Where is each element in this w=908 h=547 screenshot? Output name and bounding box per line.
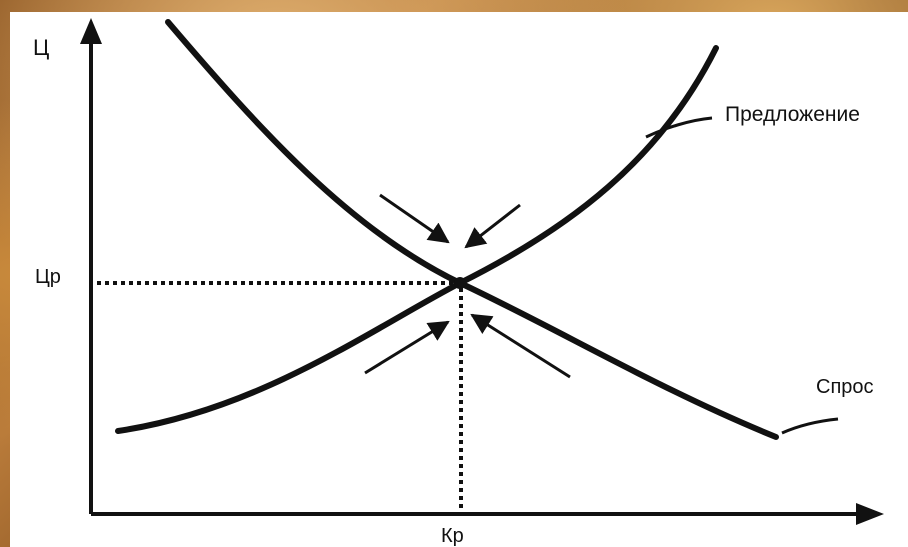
- x-axis-arrowhead: [856, 503, 884, 525]
- demand-label-leader: [781, 417, 839, 435]
- y-axis-arrowhead: [80, 18, 102, 44]
- equilibrium-price-label: Цр: [35, 266, 61, 288]
- arrow-lower-right: [470, 313, 571, 379]
- y-axis-label: Ц: [33, 35, 49, 60]
- equilibrium-point: [454, 277, 466, 289]
- arrow-upper-right: [464, 203, 521, 249]
- arrow-lower-left: [364, 320, 450, 375]
- supply-curve: [115, 45, 719, 434]
- arrow-upper-left: [379, 193, 450, 244]
- demand-label: Спрос: [816, 376, 874, 398]
- equilibrium-quantity-label: Кр: [441, 525, 464, 547]
- demand-curve: [165, 19, 779, 440]
- converging-arrows: [364, 193, 571, 379]
- supply-label-leader: [645, 116, 713, 139]
- supply-label: Предложение: [725, 103, 860, 126]
